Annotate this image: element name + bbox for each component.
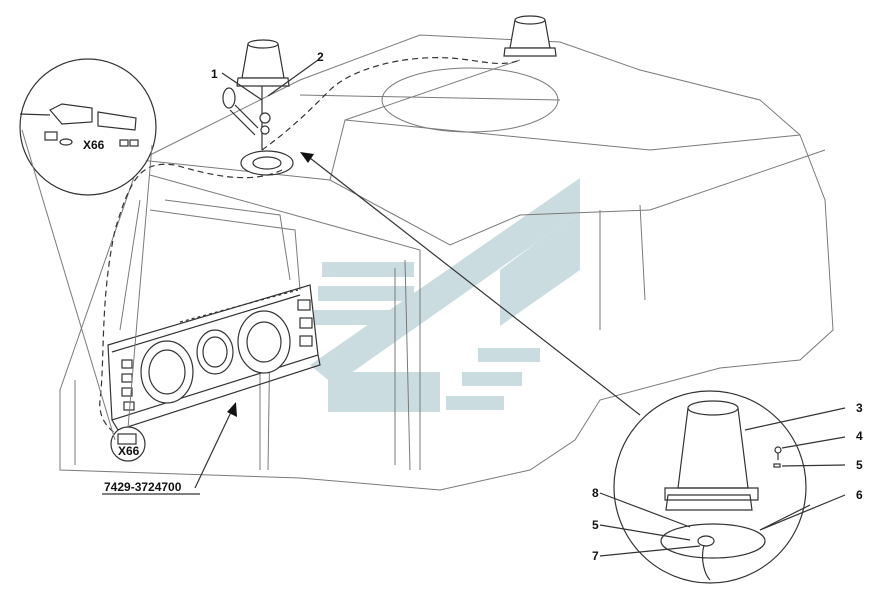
callout-7: 7 bbox=[592, 549, 599, 563]
callout-4: 4 bbox=[856, 429, 863, 443]
cab-body bbox=[59, 34, 834, 491]
callout-5-left: 5 bbox=[592, 518, 599, 532]
roof-beacon-small bbox=[503, 15, 557, 57]
wire-route bbox=[99, 163, 283, 438]
callout-5-right: 5 bbox=[856, 458, 863, 472]
callout-3: 3 bbox=[856, 401, 863, 415]
callout-2: 2 bbox=[317, 50, 324, 64]
callout-leaders bbox=[221, 59, 846, 557]
instrument-panel bbox=[107, 284, 321, 431]
beacon-assembly bbox=[222, 39, 294, 176]
part-number-label: 7429-3724700 bbox=[104, 480, 182, 494]
connector-inset-top bbox=[19, 58, 157, 196]
connector-label-bottom: X66 bbox=[118, 444, 140, 458]
arrow-to-detail bbox=[300, 152, 641, 416]
arrow-part-number bbox=[194, 402, 237, 489]
callout-6: 6 bbox=[856, 488, 863, 502]
callout-8: 8 bbox=[592, 486, 599, 500]
callout-1: 1 bbox=[211, 67, 218, 81]
detail-circle bbox=[613, 390, 811, 584]
watermark-logo bbox=[310, 178, 580, 412]
connector-label-top: X66 bbox=[83, 138, 105, 152]
inset-leader-lines bbox=[21, 129, 153, 441]
connector-inset-bottom bbox=[110, 426, 146, 462]
wire-route-roof bbox=[261, 57, 521, 151]
